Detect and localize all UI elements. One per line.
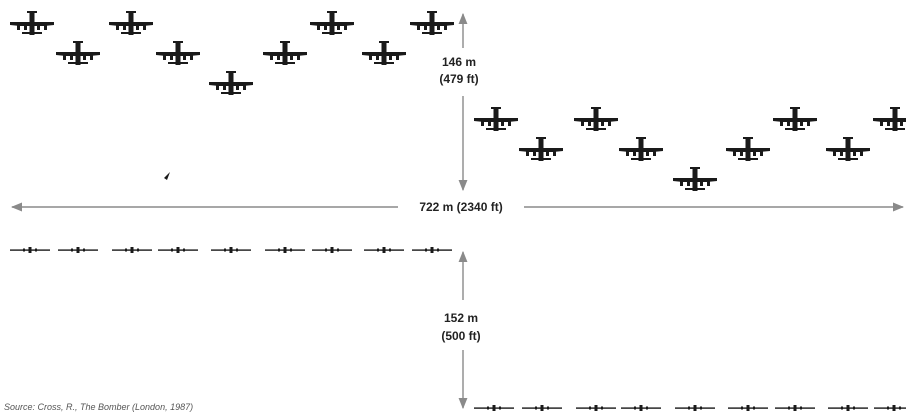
bomber-side-icon	[364, 247, 404, 253]
bomber-top-icon	[474, 107, 518, 131]
bomber-side-icon	[211, 247, 251, 253]
top-vertical-label: 146 m	[442, 55, 476, 69]
top-vertical-label-ft: (479 ft)	[439, 72, 478, 86]
side-view-group-a	[10, 247, 452, 253]
bottom-vertical-label-ft: (500 ft)	[441, 329, 480, 343]
bomber-top-icon	[519, 137, 563, 161]
bomber-top-icon	[263, 41, 307, 65]
bomber-top-icon	[873, 107, 906, 131]
bomber-top-icon	[10, 11, 54, 35]
bomber-side-icon	[874, 405, 906, 411]
source-caption: Source: Cross, R., The Bomber (London, 1…	[4, 402, 194, 412]
bomber-top-icon	[673, 167, 717, 191]
bomber-side-icon	[412, 247, 452, 253]
bomber-top-icon	[109, 11, 153, 35]
stray-mark	[164, 172, 170, 180]
bomber-top-icon	[726, 137, 770, 161]
bomber-side-icon	[522, 405, 562, 411]
bomber-side-icon	[828, 405, 868, 411]
bomber-side-icon	[158, 247, 198, 253]
bomber-top-icon	[156, 41, 200, 65]
bomber-top-icon	[209, 71, 253, 95]
horizontal-label: 722 m (2340 ft)	[419, 200, 502, 214]
bomber-side-icon	[775, 405, 815, 411]
bomber-side-icon	[112, 247, 152, 253]
bomber-side-icon	[728, 405, 768, 411]
top-view-group-b	[474, 107, 906, 191]
bomber-top-icon	[773, 107, 817, 131]
bomber-top-icon	[619, 137, 663, 161]
bomber-side-icon	[576, 405, 616, 411]
bomber-side-icon	[58, 247, 98, 253]
bomber-top-icon	[310, 11, 354, 35]
bottom-vertical-label: 152 m	[444, 311, 478, 325]
bomber-side-icon	[675, 405, 715, 411]
bomber-top-icon	[410, 11, 454, 35]
bomber-side-icon	[265, 247, 305, 253]
side-view-group-b	[474, 405, 906, 411]
top-view-group-a	[10, 11, 454, 95]
bomber-side-icon	[312, 247, 352, 253]
bomber-side-icon	[10, 247, 50, 253]
bomber-top-icon	[574, 107, 618, 131]
bomber-side-icon	[621, 405, 661, 411]
bomber-top-icon	[362, 41, 406, 65]
bomber-side-icon	[474, 405, 514, 411]
bomber-top-icon	[826, 137, 870, 161]
bomber-top-icon	[56, 41, 100, 65]
